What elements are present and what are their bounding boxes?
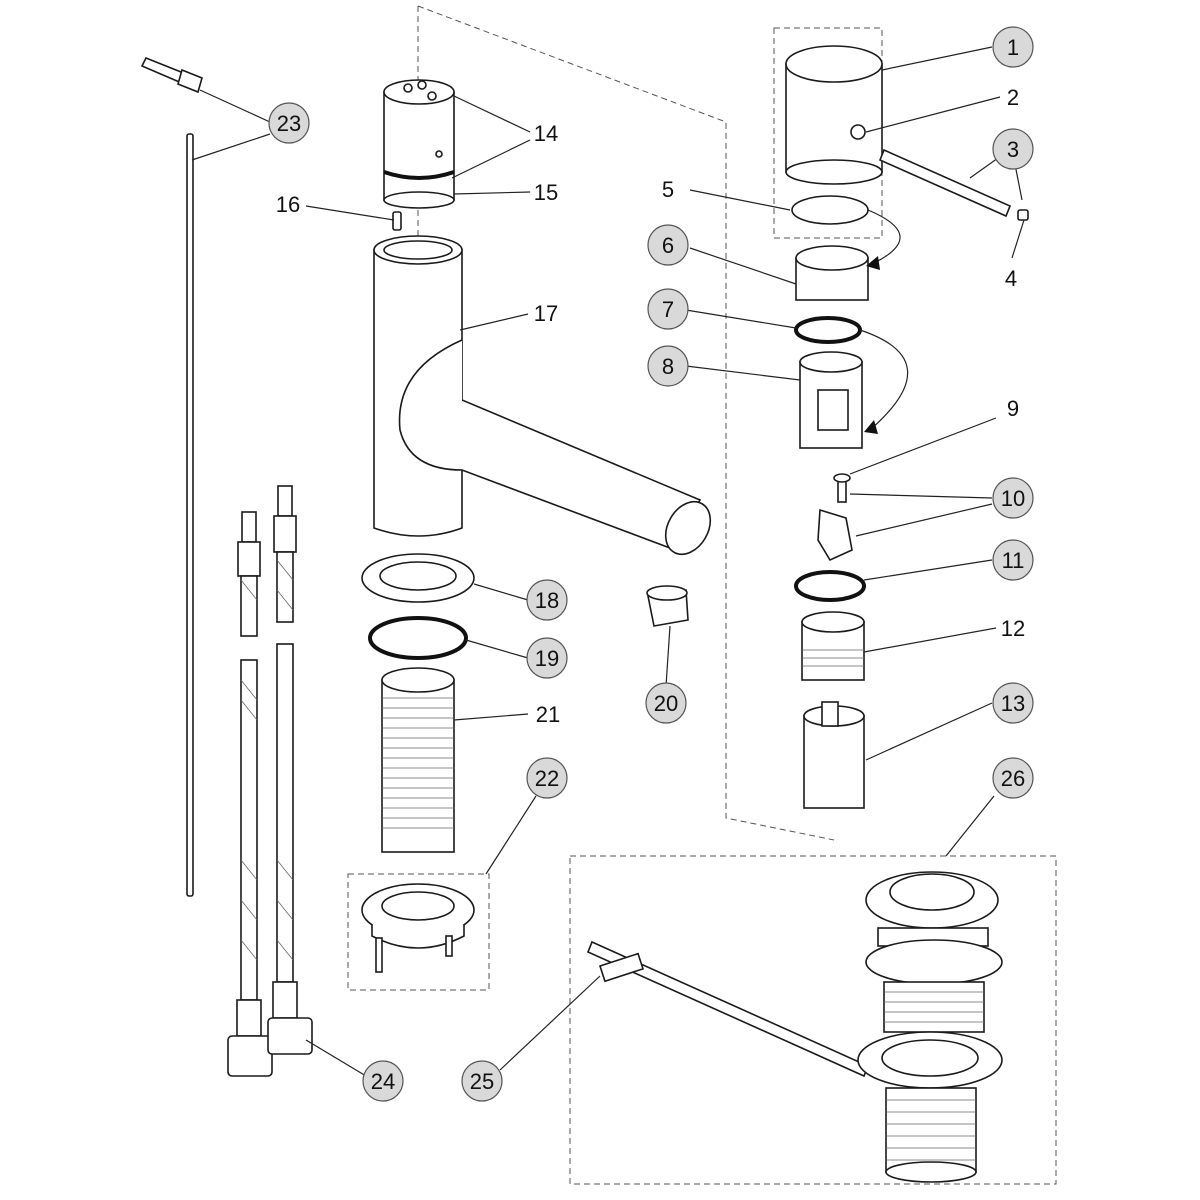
- callout-5: 5: [662, 177, 674, 202]
- spout-body: [373, 235, 712, 556]
- callout-15-label: 15: [534, 180, 558, 205]
- callout-13-label: 13: [1001, 691, 1025, 716]
- arrowhead-icon: [866, 256, 880, 270]
- callout-10-label: 10: [1001, 486, 1025, 511]
- callout-22: 22: [526, 757, 568, 799]
- lever-screw: [833, 473, 851, 503]
- callout-23: 23: [268, 102, 310, 144]
- callout-3: 3: [992, 128, 1034, 170]
- callout-11-circle: [992, 539, 1034, 581]
- callout-1-circle: [992, 26, 1034, 68]
- leader-lines: [191, 46, 1025, 1077]
- callout-6-label: 6: [662, 233, 674, 258]
- handle-cap: [383, 79, 455, 209]
- direction-arrows: [859, 209, 909, 434]
- callout-26-label: 26: [1001, 766, 1025, 791]
- lift-rod: [140, 56, 203, 897]
- callout-19-label: 19: [535, 646, 559, 671]
- callout-21: 21: [536, 702, 560, 727]
- callout-19: 19: [526, 637, 568, 679]
- sleeve-o-ring: [794, 316, 862, 344]
- callout-3-label: 3: [1007, 137, 1019, 162]
- callout-25-circle: [461, 1060, 503, 1102]
- callout-24-label: 24: [371, 1069, 395, 1094]
- callout-8-label: 8: [662, 354, 674, 379]
- callout-12-label: 12: [1001, 616, 1025, 641]
- callout-11: 11: [992, 539, 1034, 581]
- callout-18: 18: [526, 579, 568, 621]
- callout-17: 17: [534, 301, 558, 326]
- callout-1-label: 1: [1007, 35, 1019, 60]
- callout-16: 16: [276, 192, 300, 217]
- callout-20: 20: [645, 682, 687, 724]
- arrowhead-icon: [864, 420, 878, 434]
- base-o-ring: [368, 616, 468, 660]
- ceramic-cartridge: [803, 701, 865, 809]
- callout-7-label: 7: [662, 297, 674, 322]
- fixing-kit: [361, 883, 475, 973]
- cartridge-cover: [799, 351, 863, 449]
- callout-16-label: 16: [276, 192, 300, 217]
- callout-15: 15: [534, 180, 558, 205]
- callout-22-circle: [526, 757, 568, 799]
- split-ring: [791, 195, 869, 225]
- callout-25-label: 25: [470, 1069, 494, 1094]
- callout-18-circle: [526, 579, 568, 621]
- callout-3-circle: [992, 128, 1034, 170]
- lever-adapter: [817, 508, 853, 562]
- base-washer: [361, 553, 475, 603]
- callout-5-label: 5: [662, 177, 674, 202]
- cartridge-nut: [801, 611, 865, 681]
- handle-pin: [878, 148, 1029, 221]
- callout-4: 4: [1005, 266, 1017, 291]
- callout-14: 14: [534, 121, 558, 146]
- cartridge-o-ring: [794, 570, 866, 602]
- callout-8-circle: [647, 345, 689, 387]
- callout-12: 12: [1001, 616, 1025, 641]
- pop-up-waste: [857, 871, 1003, 1183]
- callout-1: 1: [992, 26, 1034, 68]
- callout-13: 13: [992, 682, 1034, 724]
- handle-lever: [785, 45, 883, 185]
- callout-13-circle: [992, 682, 1034, 724]
- threaded-shank: [381, 667, 455, 853]
- callout-6-circle: [647, 224, 689, 266]
- grub-pin: [392, 211, 402, 231]
- callout-8: 8: [647, 345, 689, 387]
- callout-10: 10: [992, 477, 1034, 519]
- callout-6: 6: [647, 224, 689, 266]
- callout-20-circle: [645, 682, 687, 724]
- callout-9-label: 9: [1007, 396, 1019, 421]
- callout-11-label: 11: [1002, 548, 1025, 573]
- callout-2-label: 2: [1007, 85, 1019, 110]
- callout-24-circle: [362, 1060, 404, 1102]
- callout-10-circle: [992, 477, 1034, 519]
- callout-2: 2: [1007, 85, 1019, 110]
- callout-21-label: 21: [536, 702, 560, 727]
- callout-19-circle: [526, 637, 568, 679]
- callout-14-label: 14: [534, 121, 558, 146]
- adapter-sleeve: [795, 245, 869, 301]
- callout-26: 26: [992, 757, 1034, 799]
- callout-26-circle: [992, 757, 1034, 799]
- callout-18-label: 18: [535, 588, 559, 613]
- callout-17-label: 17: [534, 301, 558, 326]
- callout-22-label: 22: [535, 766, 559, 791]
- callout-23-circle: [268, 102, 310, 144]
- callout-7-circle: [647, 288, 689, 330]
- callout-24: 24: [362, 1060, 404, 1102]
- callout-9: 9: [1007, 396, 1019, 421]
- pop-up-linkage: [586, 940, 870, 1078]
- callout-7: 7: [647, 288, 689, 330]
- flexible-hoses: [227, 485, 313, 1077]
- callout-20-label: 20: [654, 691, 678, 716]
- callout-23-label: 23: [277, 111, 301, 136]
- aerator: [646, 585, 689, 627]
- callout-4-label: 4: [1005, 266, 1017, 291]
- callout-25: 25: [461, 1060, 503, 1102]
